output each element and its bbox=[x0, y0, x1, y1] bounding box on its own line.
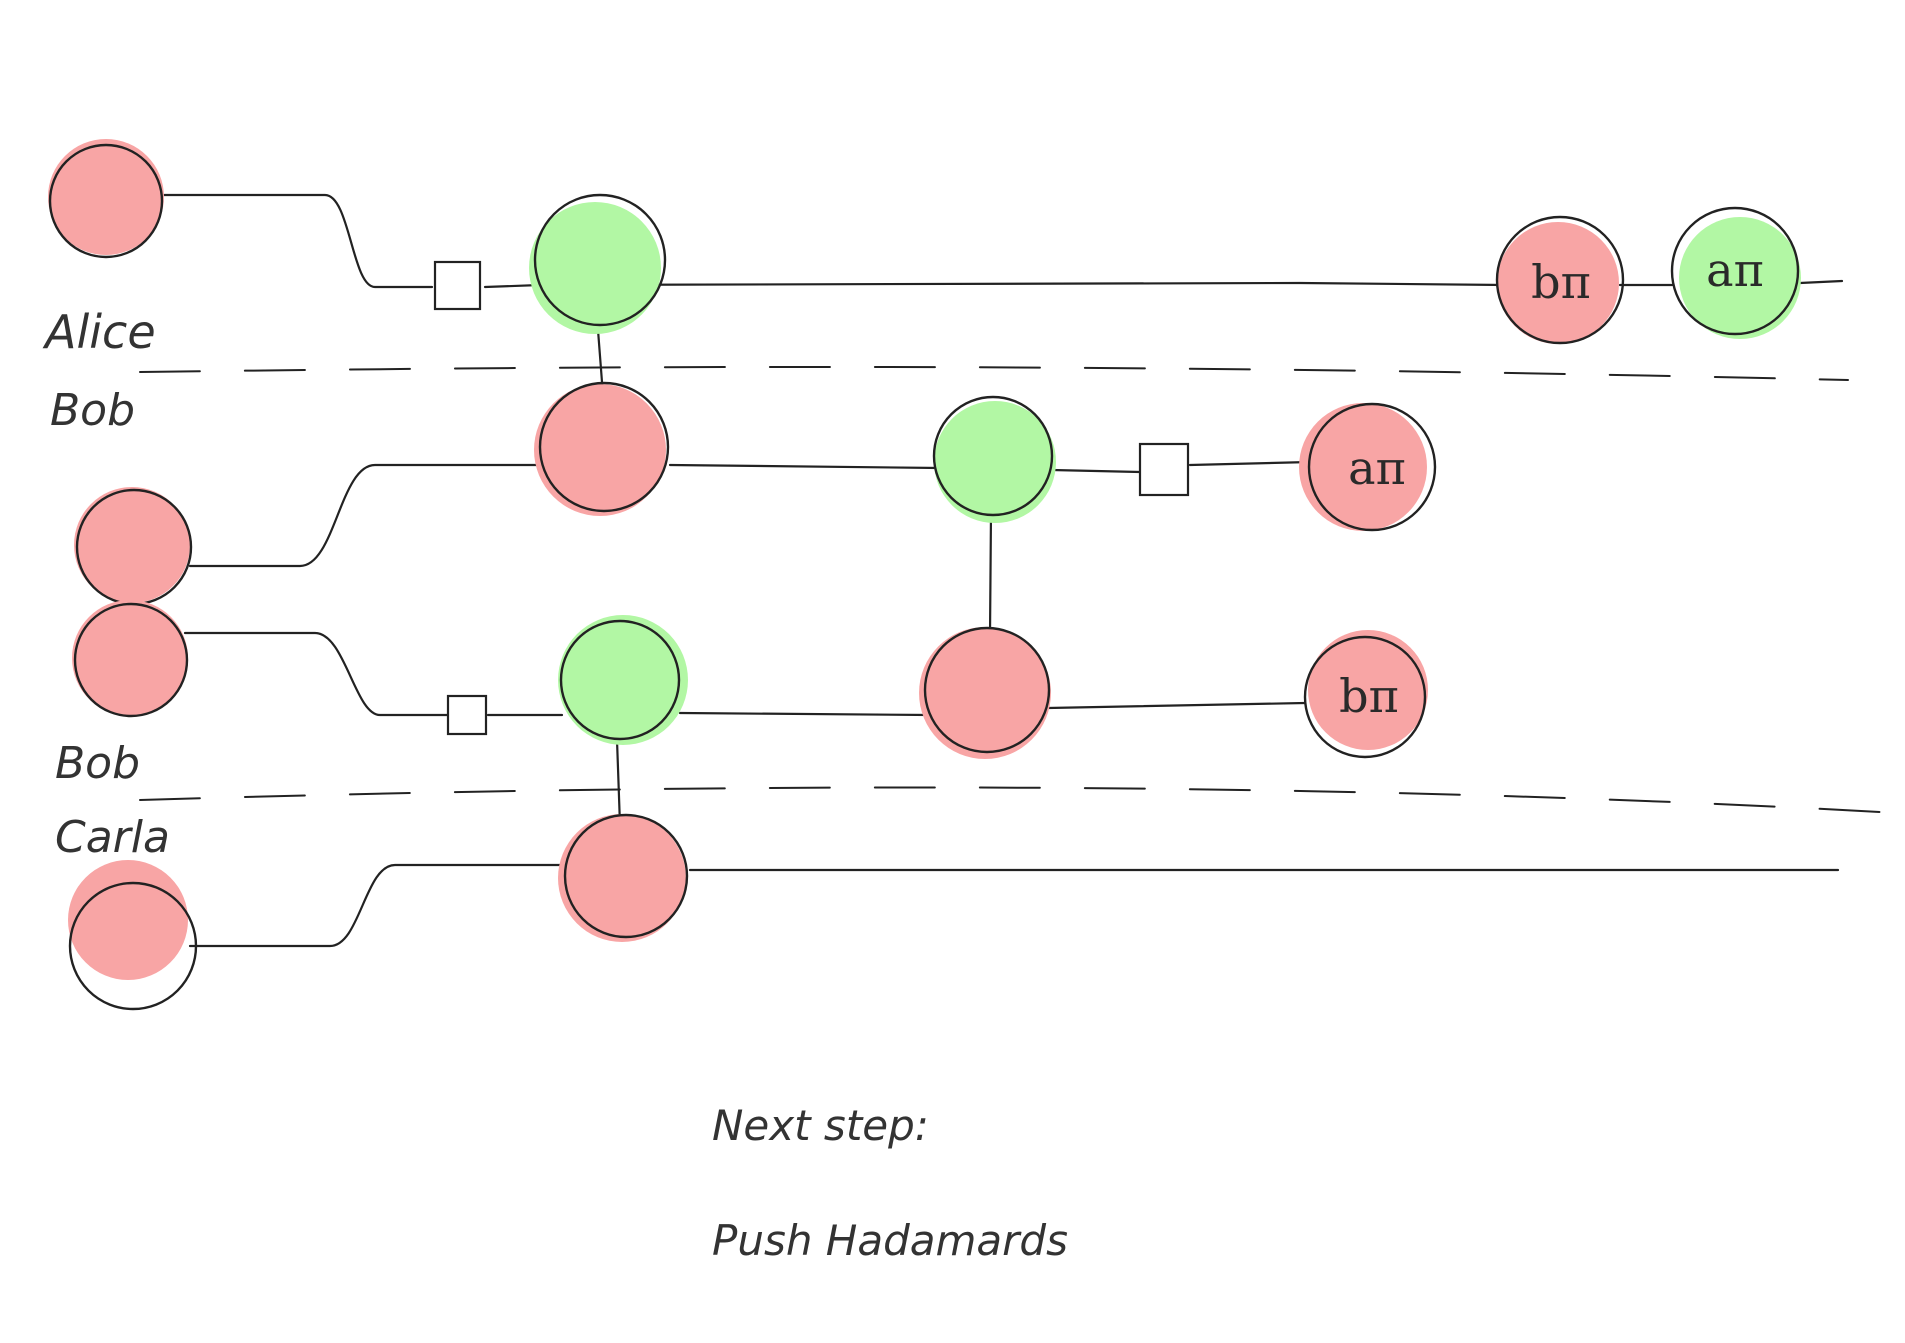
carla-input-spider bbox=[68, 860, 198, 1011]
wire-bob1-to-phase bbox=[1188, 460, 1312, 467]
red-phase-spider-alice: bπ bbox=[1495, 215, 1625, 345]
edge-bob-green-red bbox=[988, 510, 993, 637]
phase-label-b-pi-mid: bπ bbox=[1339, 669, 1399, 723]
phase-label-a-pi-mid: aπ bbox=[1348, 441, 1406, 495]
wire-bob1-to-hadamard bbox=[1050, 468, 1142, 474]
party-label-alice: Alice bbox=[42, 305, 156, 359]
red-phase-spider-bob-2: bπ bbox=[1303, 630, 1428, 759]
red-spider-carla bbox=[558, 813, 689, 942]
wire-bob2-input bbox=[183, 631, 450, 717]
phase-label-a-pi-top: aπ bbox=[1706, 243, 1764, 297]
red-spider-bob-1 bbox=[534, 381, 670, 516]
hadamard-box-alice bbox=[433, 260, 482, 311]
wire-alice-output bbox=[1798, 279, 1844, 285]
phase-label-b-pi-top: bπ bbox=[1531, 255, 1591, 309]
wire-bob1-input bbox=[188, 463, 542, 568]
red-spider-bob-2 bbox=[919, 626, 1051, 759]
green-spider-bob-2 bbox=[558, 615, 688, 745]
separator-alice-bob bbox=[139, 365, 1849, 381]
note-push-hadamards: Push Hadamards bbox=[712, 1216, 1068, 1265]
hadamard-box-bob-1 bbox=[1138, 442, 1190, 497]
green-phase-spider-alice: aπ bbox=[1670, 206, 1801, 339]
green-spider-alice bbox=[529, 193, 667, 334]
alice-input-spider bbox=[48, 139, 164, 259]
bob-input-spider-1 bbox=[74, 487, 193, 606]
bob-input-spider-2 bbox=[72, 600, 189, 718]
wire-bob1-main bbox=[668, 463, 942, 470]
party-label-bob-bottom: Bob bbox=[55, 738, 140, 789]
note-next-step: Next step: bbox=[712, 1101, 929, 1150]
wire-bob2-to-phase bbox=[1046, 701, 1307, 710]
wire-alice-input bbox=[158, 193, 434, 289]
wire-alice-main bbox=[483, 281, 1507, 289]
edge-bob-carla-green-red bbox=[615, 738, 622, 827]
separator-bob-carla bbox=[139, 786, 1881, 813]
party-label-bob-top: Bob bbox=[50, 385, 135, 436]
green-spider-bob-1 bbox=[932, 395, 1056, 523]
party-label-carla: Carla bbox=[55, 812, 170, 863]
hadamard-box-bob-2 bbox=[446, 694, 488, 736]
wire-carla-input bbox=[188, 863, 567, 948]
red-phase-spider-bob-1: aπ bbox=[1299, 402, 1437, 532]
wire-bob2-main bbox=[678, 711, 932, 717]
